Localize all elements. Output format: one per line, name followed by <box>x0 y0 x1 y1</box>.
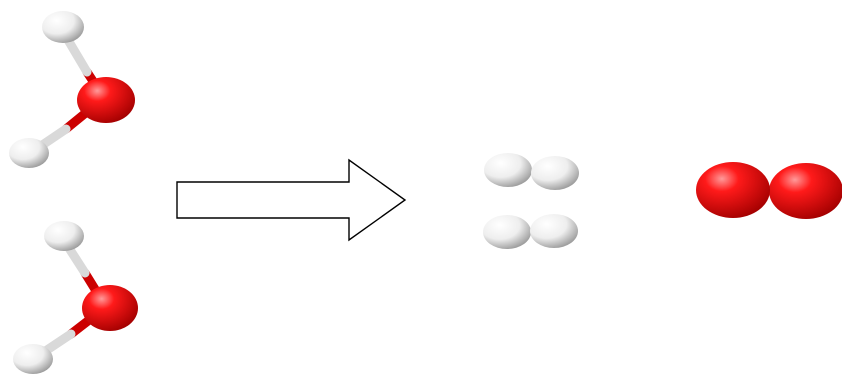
hydrogen-molecule-2 <box>483 214 578 249</box>
oxygen-molecule <box>696 162 842 219</box>
hydrogen-molecule-1 <box>484 153 579 190</box>
hydrogen-atom <box>531 156 579 190</box>
hydrogen-atom <box>483 215 531 249</box>
water-molecule-1 <box>9 11 135 168</box>
oxygen-atom <box>769 163 842 219</box>
hydrogen-atom <box>530 214 578 248</box>
bond-upper-grey <box>63 35 92 77</box>
hydrogen-atom <box>42 11 84 43</box>
hydrogen-atom <box>484 153 532 187</box>
oxygen-atom <box>696 162 770 218</box>
water-molecule-2 <box>13 221 138 374</box>
oxygen-atom <box>77 77 135 123</box>
hydrogen-atom <box>9 138 49 168</box>
oxygen-atom <box>82 285 138 331</box>
hydrogen-atom <box>13 344 53 374</box>
reaction-arrow-icon <box>176 158 407 242</box>
hydrogen-atom <box>44 221 84 251</box>
